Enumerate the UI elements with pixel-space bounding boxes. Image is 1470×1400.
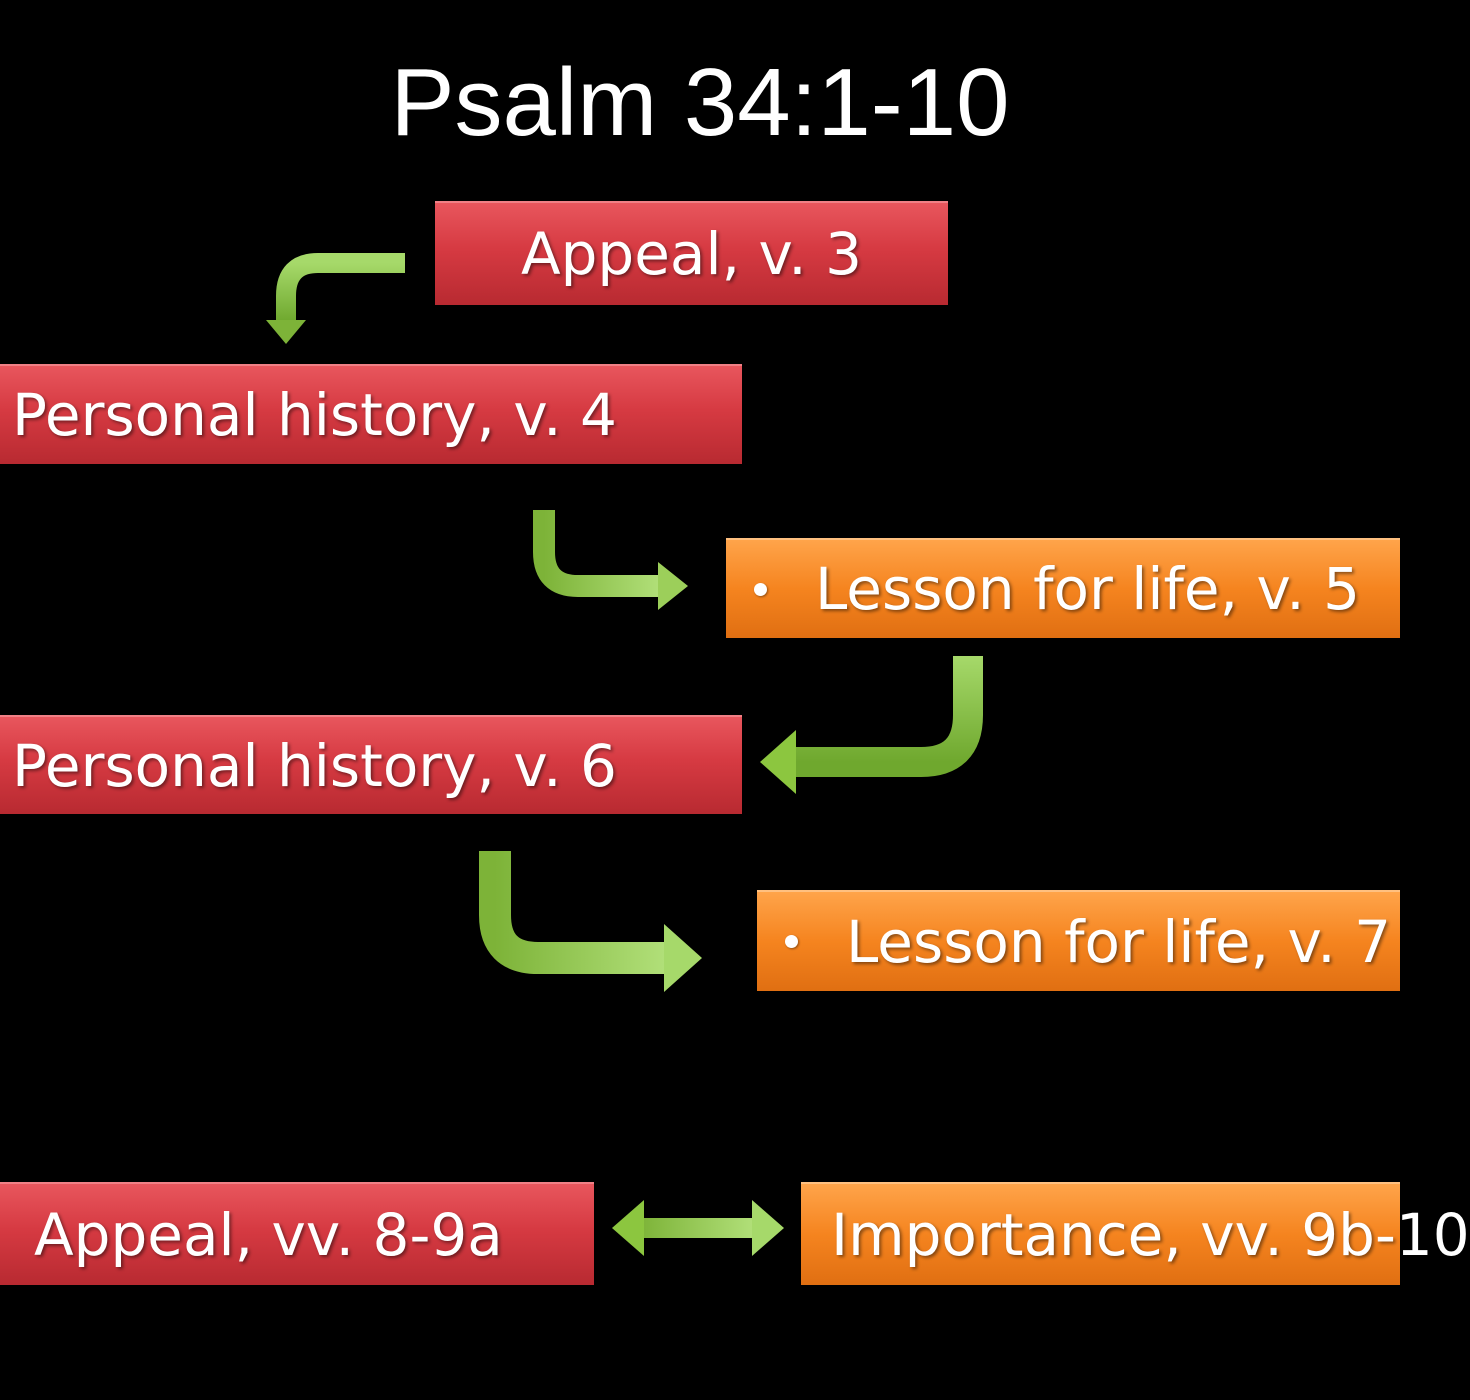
node-importance-v9b-label: Importance, vv. 9b-10 [831, 1200, 1470, 1269]
node-lesson-v7-label: Lesson for life, v. 7 [846, 907, 1392, 976]
node-history-v6: Personal history, v. 6 [0, 715, 742, 814]
double-arrow-icon [612, 1200, 784, 1256]
slide-title: Psalm 34:1-10 [390, 49, 1010, 156]
node-appeal-v3: Appeal, v. 3 [435, 201, 948, 305]
node-appeal-v8: Appeal, vv. 8-9a [0, 1182, 594, 1285]
bullet-icon [754, 582, 767, 596]
node-importance-v9b: Importance, vv. 9b-10 [801, 1182, 1470, 1285]
node-appeal-v8-label: Appeal, vv. 8-9a [34, 1200, 503, 1269]
node-lesson-v5-label: Lesson for life, v. 5 [815, 555, 1361, 623]
node-appeal-v3-label: Appeal, v. 3 [520, 220, 863, 288]
curved-arrow-icon [479, 851, 702, 992]
node-history-v6-label: Personal history, v. 6 [12, 731, 617, 800]
node-lesson-v5: Lesson for life, v. 5 [726, 538, 1400, 638]
node-history-v4: Personal history, v. 4 [0, 364, 742, 464]
node-history-v4-label: Personal history, v. 4 [12, 381, 617, 449]
connector-arrows [266, 253, 983, 1256]
node-lesson-v7: Lesson for life, v. 7 [757, 890, 1400, 991]
curved-arrow-icon [533, 510, 688, 610]
curved-arrow-icon [760, 656, 983, 794]
bullet-icon [785, 935, 798, 948]
curved-arrow-icon [266, 253, 405, 344]
